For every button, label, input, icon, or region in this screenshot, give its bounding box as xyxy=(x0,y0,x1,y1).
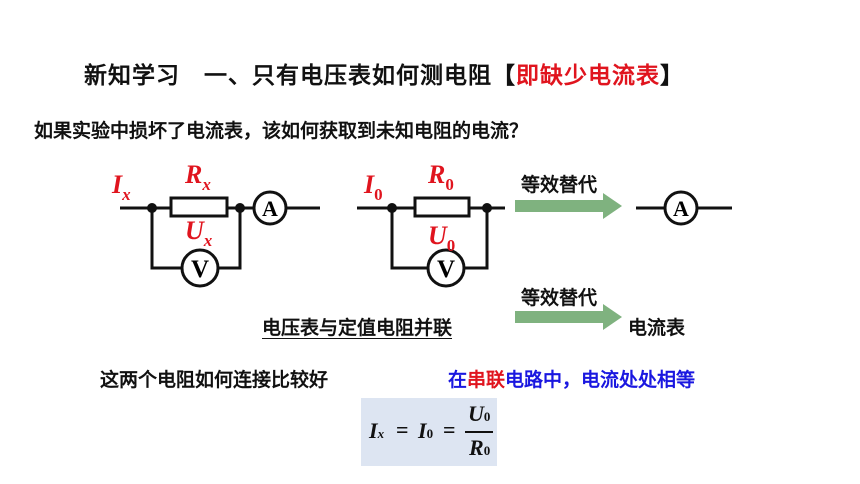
how-connect-text: 这两个电阻如何连接比较好 xyxy=(100,369,329,391)
conclusion-part1-prefix: 在 xyxy=(448,369,468,391)
title-highlight: 即缺少电流表 xyxy=(516,63,660,89)
result-ammeter-label: A xyxy=(673,196,689,221)
current-label-ix: Ix xyxy=(111,170,131,204)
result-ammeter: A xyxy=(636,190,732,226)
title-suffix: 】 xyxy=(660,63,684,89)
formula-box: Ix = I0 = U0 R0 xyxy=(361,398,497,466)
right-circuit: V I0 R0 U0 xyxy=(357,160,505,288)
resistor-label-r0: R0 xyxy=(427,160,454,194)
formula-eq1: = xyxy=(396,417,409,442)
voltmeter-left-label: V xyxy=(191,256,209,283)
title-prefix: 新知学习 一、只有电压表如何测电阻【 xyxy=(84,63,516,89)
voltmeter-right xyxy=(426,248,466,288)
resistor-rx xyxy=(169,196,229,218)
formula-eq2: = xyxy=(443,417,456,442)
voltmeter-left xyxy=(180,248,220,288)
substitution-arrow-2 xyxy=(515,304,622,330)
voltmeter-right-label: V xyxy=(437,256,455,283)
ammeter-left xyxy=(252,190,288,226)
substitution-arrow-1 xyxy=(515,193,622,219)
substitution-label-1: 等效替代 xyxy=(521,174,598,196)
formula-i0: I0 xyxy=(418,418,434,443)
ammeter-left-label: A xyxy=(262,196,278,221)
substitution-label-2: 等效替代 xyxy=(521,287,598,309)
formula: Ix = I0 = U0 R0 xyxy=(361,398,497,466)
conclusion-part1: 在串联 xyxy=(448,369,505,391)
conclusion-part3: 电流处处相等 xyxy=(581,369,696,391)
voltage-label-u0: U0 xyxy=(428,221,455,255)
formula-ix: Ix xyxy=(369,418,385,443)
page-title: 新知学习 一、只有电压表如何测电阻【即缺少电流表】 xyxy=(84,56,684,90)
formula-fraction-bar xyxy=(465,431,493,433)
parallel-text: 电压表与定值电阻并联 xyxy=(262,317,453,339)
current-label-i0: I0 xyxy=(363,170,383,204)
conclusion-text: 在串联电路中，电流处处相等 xyxy=(448,365,695,392)
voltage-label-ux: Ux xyxy=(185,216,213,250)
question-text: 如果实验中损坏了电流表，该如何获取到未知电阻的电流？ xyxy=(34,120,529,142)
conclusion-part1-series: 串联 xyxy=(467,369,506,391)
conclusion-part2: 电路中， xyxy=(505,369,582,391)
formula-denominator: R0 xyxy=(469,435,491,460)
resistor-label-rx: Rx xyxy=(184,160,211,194)
resistor-r0 xyxy=(413,196,471,218)
formula-numerator: U0 xyxy=(468,401,491,426)
left-circuit: V A Ix Rx Ux xyxy=(111,160,320,288)
ammeter-text: 电流表 xyxy=(628,317,686,339)
